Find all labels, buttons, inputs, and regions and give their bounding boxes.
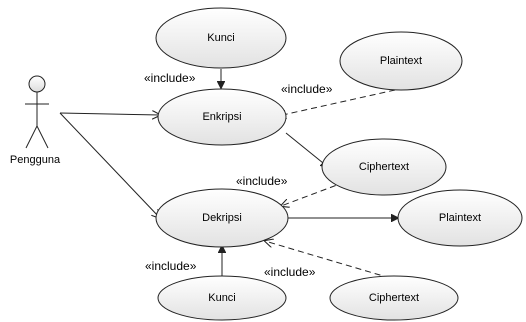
include-label-kunci-bottom: «include» <box>145 259 197 273</box>
association-dekripsi <box>59 112 160 218</box>
usecase-dekripsi: Dekripsi <box>155 188 289 248</box>
include-label-kunci-top: «include» <box>144 71 196 85</box>
usecase-ciphertext-bottom: Ciphertext <box>329 275 459 321</box>
usecase-kunci-top: Kunci <box>155 7 287 69</box>
arrow-enkripsi-ciphertext <box>285 132 328 167</box>
actor-left-leg <box>25 125 38 149</box>
usecase-ciphertext-mid: Ciphertext <box>321 138 447 196</box>
association-enkripsi <box>59 113 160 115</box>
usecase-kunci-bottom: Kunci <box>157 275 287 321</box>
svg-text:Plaintext: Plaintext <box>380 55 422 67</box>
usecase-enkripsi: Enkripsi <box>157 88 287 146</box>
svg-text:Kunci: Kunci <box>207 32 235 44</box>
svg-text:Enkripsi: Enkripsi <box>202 111 241 123</box>
include-label-plaintext-top: «include» <box>281 82 333 96</box>
include-label-ciphertext-mid: «include» <box>236 174 288 188</box>
actor-label: Pengguna <box>10 154 61 166</box>
svg-text:Dekripsi: Dekripsi <box>202 212 242 224</box>
include-arrow-ciphertext-bottom <box>265 241 391 279</box>
svg-text:Ciphertext: Ciphertext <box>359 161 409 173</box>
actor-pengguna: Pengguna <box>10 75 61 166</box>
usecase-plaintext-top: Plaintext <box>339 31 463 91</box>
actor-head <box>28 75 46 93</box>
include-arrow-ciphertext-mid <box>281 181 346 206</box>
svg-text:Kunci: Kunci <box>208 292 236 304</box>
include-label-ciphertext-bottom: «include» <box>264 265 316 279</box>
actor-right-leg <box>36 125 49 149</box>
usecase-plaintext-right: Plaintext <box>397 189 523 247</box>
svg-text:Ciphertext: Ciphertext <box>369 292 419 304</box>
svg-text:Plaintext: Plaintext <box>439 212 481 224</box>
